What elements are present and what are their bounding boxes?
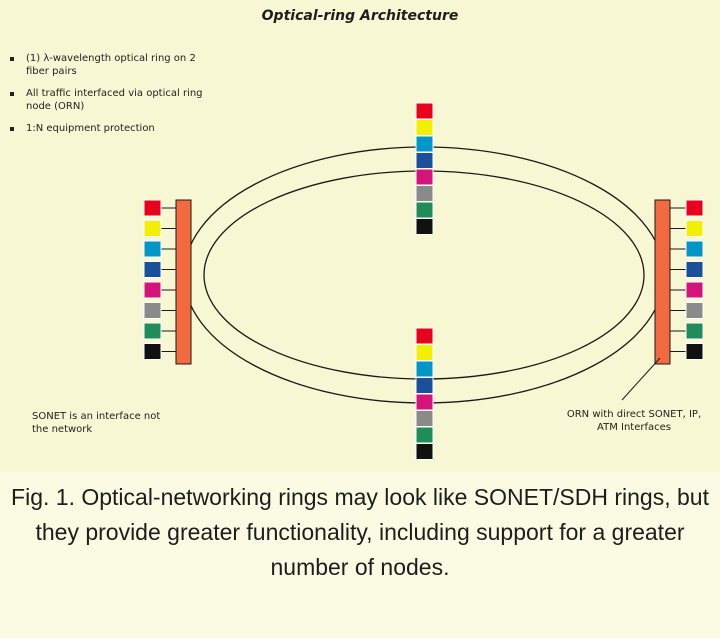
port-square [415,426,434,444]
port-square [143,199,162,217]
left-ring-node [175,199,192,365]
port-square [415,135,434,153]
port-square [685,240,704,258]
port-square [143,240,162,258]
port-square [143,220,162,237]
bullet-list: (1) λ-wavelength optical ring on 2 fiber… [8,52,213,144]
port-square [685,199,704,217]
port-square [415,344,434,361]
port-square [415,327,434,345]
port-square [415,152,434,169]
diagram-title: Optical-ring Architecture [261,8,459,24]
top-node-stack [415,102,434,235]
optical-ring-node-bar [175,199,192,365]
port-square [415,119,434,136]
port-square [415,102,434,120]
right-note-pointer [621,357,661,401]
bottom-node-stack [415,327,434,460]
port-square [143,261,162,278]
port-square [143,343,162,360]
port-square [685,220,704,237]
port-square [415,185,434,202]
port-square [415,168,434,186]
port-square [415,410,434,427]
figure: Optical-ring Architecture (1) λ-waveleng… [0,0,720,472]
right-port-group [670,199,704,360]
port-square [685,343,704,360]
right-note: ORN with direct SONET, IP, ATM Interface… [566,409,702,433]
bullet-item: 1:N equipment protection [8,122,213,135]
optical-ring-node-bar [654,199,671,365]
port-square [143,322,162,340]
port-square [685,322,704,340]
bullet-item: (1) λ-wavelength optical ring on 2 fiber… [8,52,213,78]
port-square [415,218,434,235]
left-note: SONET is an interface not the network [32,411,161,435]
port-square [143,302,162,319]
bullet-item: All traffic interfaced via optical ring … [8,87,213,113]
port-square [685,261,704,278]
port-square [685,302,704,319]
port-square [415,393,434,411]
figure-caption: Fig. 1. Optical-networking rings may loo… [11,484,709,580]
port-square [685,281,704,299]
port-square [143,281,162,299]
right-ring-node [654,199,671,365]
ring-diagram [143,102,704,460]
port-square [415,201,434,219]
port-square [415,443,434,460]
port-square [415,360,434,378]
left-port-group [143,199,176,360]
port-square [415,377,434,394]
